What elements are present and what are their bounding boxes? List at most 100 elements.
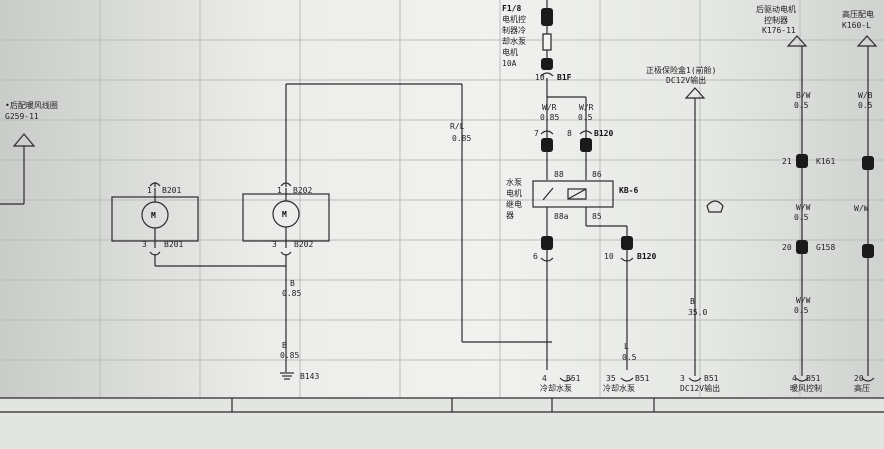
wire-color: W/B: [858, 91, 873, 100]
connector-arrow-icon: [856, 35, 878, 47]
frame-bottom-band: [0, 398, 884, 449]
motor-2-top-connector: B202: [293, 186, 312, 195]
grid-lines: [0, 0, 884, 400]
wire-color: W/W: [854, 204, 869, 213]
fuse-rating: 10A: [502, 59, 517, 68]
relay-switch-icon: [542, 187, 554, 201]
relay-label-line-3: 继电: [506, 199, 522, 209]
fuse-desc-line-2: 制器冷: [502, 25, 526, 35]
wire-color: W/W: [796, 296, 811, 305]
fuse-desc-line-3: 却水泵: [502, 36, 526, 46]
relay-label-line-2: 电机: [506, 188, 522, 198]
connector-arrow-icon: [12, 133, 36, 147]
connector-arrow-icon: [786, 35, 808, 47]
wire-gauge: 0.5: [858, 101, 873, 110]
relay-code: KB-6: [619, 186, 638, 195]
bottom-desc: 冷却水泵: [540, 383, 572, 393]
connector-code: B120: [594, 129, 613, 138]
wire-gauge: 0.85: [282, 289, 301, 298]
wire-gauge: 0.85: [540, 113, 559, 122]
bottom-pin-label: 4: [542, 374, 547, 383]
wire-gauge: 0.5: [794, 101, 809, 110]
connector-arrow-icon: [684, 87, 706, 99]
connector-arc: [579, 130, 593, 135]
wire-gauge: 0.5: [794, 213, 809, 222]
motor-2: M 1 B202 3 B202: [242, 182, 330, 256]
wire-gauge: 35.0: [688, 308, 707, 317]
relay-label-line-1: 水泵: [506, 177, 522, 187]
motor-1-bottom-connector: B201: [164, 240, 183, 249]
wire-color: B: [290, 279, 295, 288]
motor-1: M 1 B201 3 B201: [111, 182, 199, 256]
fuse-desc-line-4: 电机: [502, 47, 518, 57]
bottom-pin-label: 35: [606, 374, 616, 383]
motor-1-symbol: M: [151, 211, 156, 220]
relay: 水泵 电机 继电 器 KB-6 88 86 88a 85: [506, 170, 638, 221]
pin-number: 6: [533, 252, 538, 261]
wire-color: R/L: [450, 122, 465, 131]
controller-2-code: K160-L: [842, 21, 871, 30]
connector-icon: [541, 236, 553, 250]
relay-coil-icon: [567, 188, 587, 200]
wire-color: B: [690, 297, 695, 306]
bottom-connector-code: B51: [704, 374, 719, 383]
motor-1-pin-top: 1: [147, 186, 152, 195]
bottom-connector-code: B51: [566, 374, 581, 383]
bottom-pin-label: 20: [854, 374, 864, 383]
wire-gauge: 0.5: [794, 306, 809, 315]
relay-terminal: 85: [592, 212, 602, 221]
wire-gauge: 0.85: [452, 134, 471, 143]
motor-1-top-connector: B201: [162, 186, 181, 195]
connector-arc: [540, 257, 554, 262]
wire-color: L: [624, 342, 629, 351]
bottom-desc: 高压: [854, 383, 870, 393]
connector-arc: [540, 130, 554, 135]
controller-2-label: 高压配电: [842, 9, 874, 19]
wire-gauge: 0.85: [280, 351, 299, 360]
connector-icon: [541, 138, 553, 152]
controller-1-label-line-1: 后驱动电机: [756, 4, 796, 14]
relay-terminal: 88: [554, 170, 564, 179]
wire-color: B/W: [796, 91, 811, 100]
motor-2-pin-top: 1: [277, 186, 282, 195]
connector-icon: [541, 8, 553, 26]
motor-2-symbol: M: [282, 210, 287, 219]
connector-icon: [541, 58, 553, 70]
motor-2-bottom-connector: B202: [294, 240, 313, 249]
pin-number: 10: [535, 73, 545, 82]
connector-arc: [540, 72, 554, 77]
fuse-desc-line-1: 电机控: [502, 14, 526, 24]
connector-code: G158: [816, 243, 835, 252]
bottom-desc: 暖风控制: [790, 383, 822, 393]
connector-icon: [796, 240, 808, 254]
connector-arc: [620, 257, 634, 262]
ground-icon: [280, 372, 294, 380]
wire-color: W/W: [796, 203, 811, 212]
dc-source-value: DC12V输出: [666, 75, 706, 85]
relay-label-line-4: 器: [506, 211, 514, 220]
left-connector-label: •后配暖风线圈: [5, 100, 58, 110]
bottom-connectors: 4 B51 冷却水泵 35 B51 冷却水泵 3 B51 DC12V输出 4 B…: [540, 374, 875, 393]
connector-icon: [862, 244, 874, 258]
controller-1-code: K176-11: [762, 26, 796, 35]
bottom-connector-code: B51: [635, 374, 650, 383]
bottom-desc: 冷却水泵: [603, 383, 635, 393]
relay-terminal: 88a: [554, 212, 569, 221]
bottom-desc: DC12V输出: [680, 383, 720, 393]
wire-gauge: 0.5: [578, 113, 593, 122]
wire-gauge: 0.5: [622, 353, 637, 362]
fuse-id: F1/8: [502, 4, 521, 13]
bottom-connector-code: B51: [806, 374, 821, 383]
pin-number: 7: [534, 129, 539, 138]
ground-point-label: B143: [300, 372, 319, 381]
bottom-pin-label: 4: [792, 374, 797, 383]
connector-code: K161: [816, 157, 835, 166]
left-connector-code: G259-11: [5, 112, 39, 121]
relay-terminal: 86: [592, 170, 602, 179]
connector-icon: [862, 156, 874, 170]
motor-1-pin-bottom: 3: [142, 240, 147, 249]
wire-color: W/R: [542, 103, 557, 112]
pin-number: 8: [567, 129, 572, 138]
